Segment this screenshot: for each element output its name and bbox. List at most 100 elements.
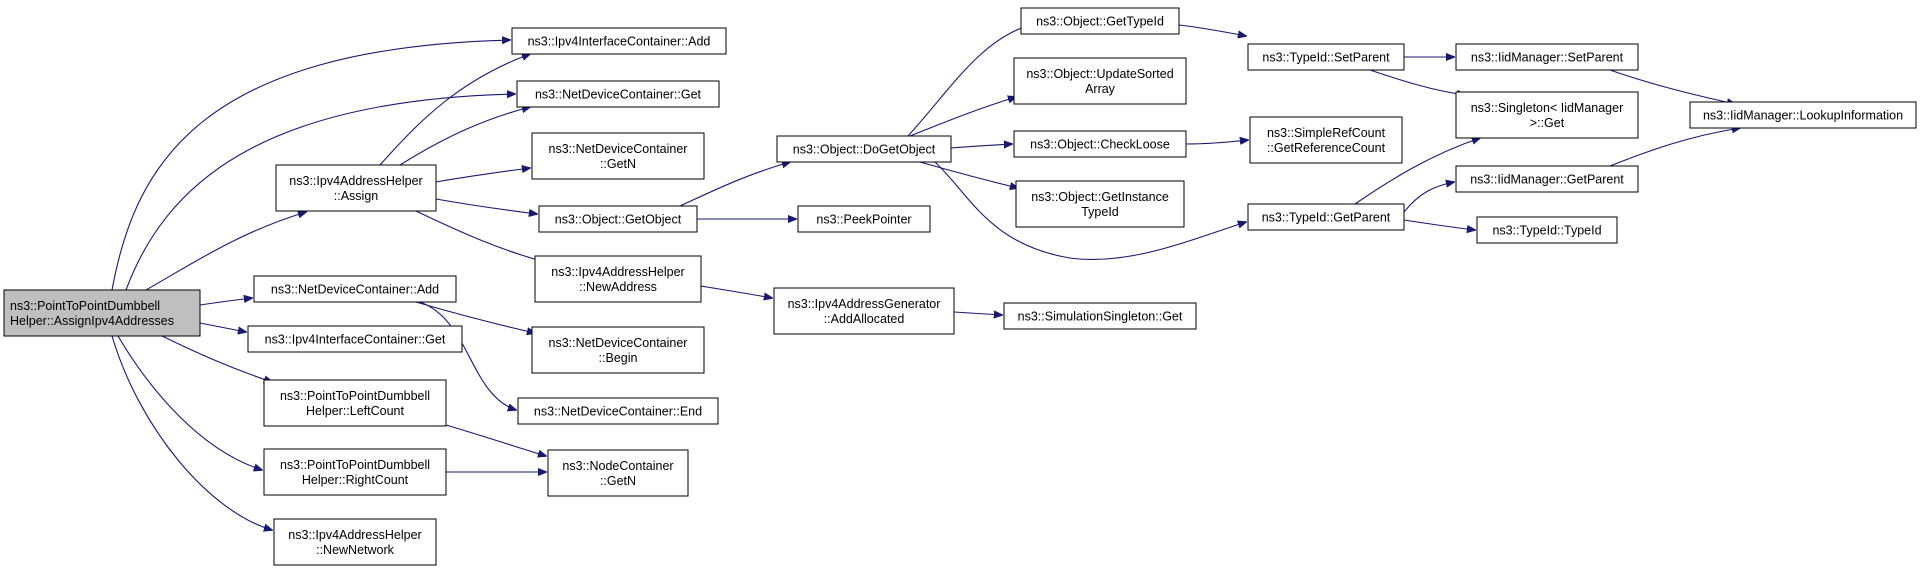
edge-add_allocated-to-sim_singleton_get xyxy=(953,312,1002,315)
node-label: ns3::PointToPointDumbbell xyxy=(280,389,430,403)
node-box xyxy=(1020,7,1180,35)
edge-typeid_setparent-to-singleton_get xyxy=(1369,69,1465,95)
edge-obj_dogetobject-to-obj_updatesorted xyxy=(909,97,1016,137)
edge-obj_dogetobject-to-obj_checkloose xyxy=(950,144,1012,148)
node-box xyxy=(776,135,952,163)
node-label: ::Begin xyxy=(599,351,638,365)
edge-root-to-ndc_add xyxy=(199,298,252,306)
node-obj-checkloose[interactable]: ns3::Object::CheckLoose xyxy=(1013,130,1187,158)
node-box xyxy=(797,205,931,233)
edge-iid_getparent-to-iid_lookup xyxy=(1609,128,1740,167)
node-peek-pointer[interactable]: ns3::PeekPointer xyxy=(797,205,931,233)
node-box xyxy=(1455,43,1639,71)
node-box xyxy=(1249,116,1403,164)
node-nc-getn[interactable]: ns3::NodeContainer::GetN xyxy=(547,449,689,497)
node-label: ns3::Object::DoGetObject xyxy=(793,143,936,157)
node-label: ::NewNetwork xyxy=(316,543,395,557)
node-label: ns3::NetDeviceContainer xyxy=(549,142,688,156)
node-add-allocated[interactable]: ns3::Ipv4AddressGenerator::AddAllocated xyxy=(773,287,955,335)
node-new-network[interactable]: ns3::Ipv4AddressHelper::NewNetwork xyxy=(273,518,437,566)
node-root[interactable]: ns3::PointToPointDumbbellHelper::AssignI… xyxy=(3,289,201,337)
edge-ndc_add-to-ndc_end xyxy=(419,301,516,410)
edge-ipv4_assign-to-new_address xyxy=(415,210,545,262)
edge-obj_dogetobject-to-obj_getinstance xyxy=(919,161,1018,188)
node-box xyxy=(534,255,702,303)
node-label: ns3::Object::CheckLoose xyxy=(1030,138,1170,152)
node-label: ns3::NetDeviceContainer xyxy=(549,336,688,350)
node-ipv4-assign[interactable]: ns3::Ipv4AddressHelper::Assign xyxy=(275,164,437,212)
node-iid-lookup[interactable]: ns3::IidManager::LookupInformation xyxy=(1689,101,1917,129)
node-obj-dogetobject[interactable]: ns3::Object::DoGetObject xyxy=(776,135,952,163)
node-typeid-setparent[interactable]: ns3::TypeId::SetParent xyxy=(1247,43,1405,71)
node-label: Helper::AssignIpv4Addresses xyxy=(10,314,174,328)
node-label: ns3::IidManager::LookupInformation xyxy=(1703,109,1903,123)
node-simple-refcount[interactable]: ns3::SimpleRefCount::GetReferenceCount xyxy=(1249,116,1403,164)
edge-root-to-left_count xyxy=(161,335,272,382)
node-box xyxy=(263,448,447,496)
node-ndc-getn[interactable]: ns3::NetDeviceContainer::GetN xyxy=(531,132,705,180)
node-label: Helper::LeftCount xyxy=(306,404,405,418)
node-label: ns3::Ipv4InterfaceContainer::Get xyxy=(265,333,446,347)
edge-root-to-iic_add xyxy=(111,40,510,291)
node-label: TypeId xyxy=(1081,205,1119,219)
node-ndc-get[interactable]: ns3::NetDeviceContainer::Get xyxy=(516,80,720,108)
node-label: ns3::Ipv4AddressHelper xyxy=(288,528,421,542)
node-label: ns3::PeekPointer xyxy=(816,213,911,227)
edge-obj_dogetobject-to-typeid_getparent xyxy=(934,161,1246,261)
node-obj-gettypeid[interactable]: ns3::Object::GetTypeId xyxy=(1020,7,1180,35)
node-ndc-add[interactable]: ns3::NetDeviceContainer::Add xyxy=(253,275,457,303)
node-label: ns3::Ipv4AddressGenerator xyxy=(788,297,941,311)
node-label: ns3::PointToPointDumbbell xyxy=(280,458,430,472)
node-left-count[interactable]: ns3::PointToPointDumbbellHelper::LeftCou… xyxy=(263,379,447,427)
node-typeid-getparent[interactable]: ns3::TypeId::GetParent xyxy=(1247,203,1405,231)
node-label: ns3::Object::GetTypeId xyxy=(1036,15,1164,29)
node-iic-get[interactable]: ns3::Ipv4InterfaceContainer::Get xyxy=(247,325,463,353)
node-box xyxy=(531,326,705,374)
node-box xyxy=(1013,57,1187,105)
node-label: ns3::SimpleRefCount xyxy=(1267,126,1386,140)
node-box xyxy=(3,289,201,337)
edge-root-to-iic_get xyxy=(199,322,246,332)
node-typeid-typeid[interactable]: ns3::TypeId::TypeId xyxy=(1476,216,1618,244)
node-new-address[interactable]: ns3::Ipv4AddressHelper::NewAddress xyxy=(534,255,702,303)
edges xyxy=(111,25,1740,530)
edge-new_address-to-add_allocated xyxy=(700,285,772,298)
edge-obj_dogetobject-to-obj_gettypeid xyxy=(907,25,1030,137)
edge-typeid_getparent-to-singleton_get xyxy=(1354,138,1480,205)
edge-ipv4_assign-to-obj_getobject xyxy=(435,198,537,214)
node-right-count[interactable]: ns3::PointToPointDumbbellHelper::RightCo… xyxy=(263,448,447,496)
node-singleton-get[interactable]: ns3::Singleton< IidManager>::Get xyxy=(1455,91,1639,139)
node-iid-setparent[interactable]: ns3::IidManager::SetParent xyxy=(1455,43,1639,71)
node-sim-singleton-get[interactable]: ns3::SimulationSingleton::Get xyxy=(1003,302,1197,330)
edge-typeid_getparent-to-typeid_typeid xyxy=(1403,219,1475,230)
node-box xyxy=(538,205,698,233)
node-label: ns3::Singleton< IidManager xyxy=(1471,101,1624,115)
edge-root-to-ipv4_assign xyxy=(145,212,306,291)
node-ndc-end[interactable]: ns3::NetDeviceContainer::End xyxy=(517,397,719,425)
node-label: ns3::IidManager::SetParent xyxy=(1471,51,1624,65)
node-iic-add[interactable]: ns3::Ipv4InterfaceContainer::Add xyxy=(511,27,727,55)
edge-obj_checkloose-to-simple_refcount xyxy=(1185,140,1248,144)
node-label: ::Assign xyxy=(334,189,379,203)
node-label: ns3::Ipv4AddressHelper xyxy=(289,174,422,188)
node-label: ns3::Ipv4AddressHelper xyxy=(551,265,684,279)
edge-obj_getobject-to-obj_dogetobject xyxy=(679,162,790,207)
node-label: ns3::IidManager::GetParent xyxy=(1470,173,1624,187)
node-label: ns3::NetDeviceContainer::End xyxy=(534,405,702,419)
node-label: ns3::TypeId::TypeId xyxy=(1492,224,1601,238)
node-obj-getobject[interactable]: ns3::Object::GetObject xyxy=(538,205,698,233)
node-box xyxy=(531,132,705,180)
node-label: ns3::Object::GetInstance xyxy=(1031,190,1169,204)
node-iid-getparent[interactable]: ns3::IidManager::GetParent xyxy=(1455,165,1639,193)
node-box xyxy=(253,275,457,303)
node-label: Array xyxy=(1085,82,1116,96)
node-box xyxy=(516,80,720,108)
node-ndc-begin[interactable]: ns3::NetDeviceContainer::Begin xyxy=(531,326,705,374)
node-box xyxy=(275,164,437,212)
node-box xyxy=(1003,302,1197,330)
node-label: ns3::PointToPointDumbbell xyxy=(10,299,160,313)
node-box xyxy=(1476,216,1618,244)
